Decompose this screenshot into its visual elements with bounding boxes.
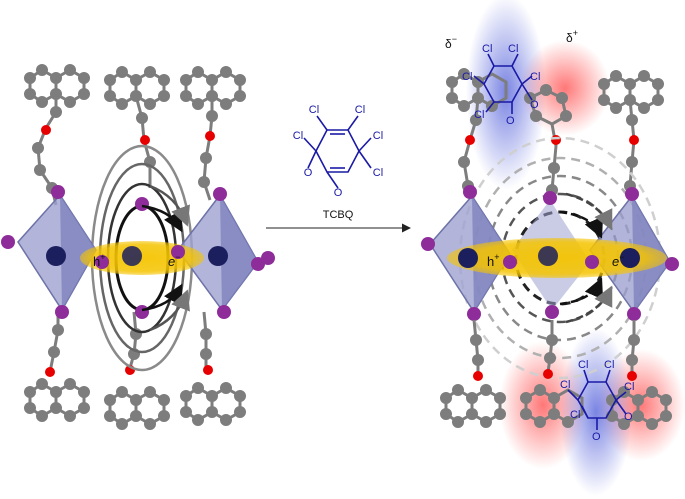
svg-text:Cl: Cl bbox=[474, 109, 484, 121]
svg-text:Cl: Cl bbox=[530, 71, 540, 83]
right-panel: Cl Cl Cl Cl Cl O O δ− δ+ bbox=[421, 0, 685, 496]
svg-text:Cl: Cl bbox=[604, 359, 614, 371]
svg-text:O: O bbox=[530, 99, 539, 111]
svg-text:O: O bbox=[334, 187, 343, 199]
tcbq-structure bbox=[303, 115, 372, 189]
tcbq-top: Cl Cl Cl Cl Cl O O bbox=[462, 43, 540, 127]
svg-text:O: O bbox=[304, 167, 313, 179]
svg-text:O: O bbox=[506, 115, 515, 127]
svg-text:Cl: Cl bbox=[373, 167, 383, 179]
organic-cations-bottom-right bbox=[440, 319, 672, 430]
organic-cations-top-left bbox=[24, 64, 246, 206]
svg-text:Cl: Cl bbox=[309, 104, 319, 116]
reaction-center: Cl Cl Cl Cl Cl O O TCBQ bbox=[266, 104, 411, 233]
svg-text:Cl: Cl bbox=[560, 379, 570, 391]
svg-text:Cl: Cl bbox=[482, 43, 492, 55]
svg-text:Cl: Cl bbox=[355, 104, 365, 116]
electron-label-right: e− bbox=[612, 252, 625, 269]
svg-text:Cl: Cl bbox=[462, 71, 472, 83]
organic-cations-top-right bbox=[446, 68, 664, 196]
delta-minus-label: δ− bbox=[445, 34, 457, 51]
svg-text:O: O bbox=[624, 411, 633, 423]
hole-label-right: h+ bbox=[487, 252, 500, 269]
hole-label-left: h+ bbox=[93, 252, 106, 269]
svg-text:Cl: Cl bbox=[293, 130, 303, 142]
field-arrows-right bbox=[559, 192, 613, 324]
svg-text:O: O bbox=[592, 431, 601, 443]
inorganic-atoms-left bbox=[1, 185, 275, 319]
svg-text:Cl: Cl bbox=[508, 43, 518, 55]
svg-text:Cl: Cl bbox=[570, 409, 580, 421]
svg-text:Cl: Cl bbox=[373, 130, 383, 142]
organic-cations-bottom-left bbox=[24, 310, 246, 430]
reagent-label: TCBQ bbox=[323, 209, 354, 221]
electron-label-left: e− bbox=[168, 252, 181, 269]
svg-text:Cl: Cl bbox=[624, 381, 634, 393]
left-panel: h+ e− bbox=[1, 64, 275, 430]
delta-plus-label: δ+ bbox=[566, 28, 578, 45]
tcbq-atoms: Cl Cl Cl Cl Cl O O bbox=[293, 104, 383, 199]
field-arrows-left bbox=[141, 184, 190, 332]
inorganic-atoms-right bbox=[421, 185, 679, 321]
svg-text:Cl: Cl bbox=[578, 359, 588, 371]
tcbq-bottom: Cl Cl Cl Cl Cl O O bbox=[560, 359, 634, 443]
